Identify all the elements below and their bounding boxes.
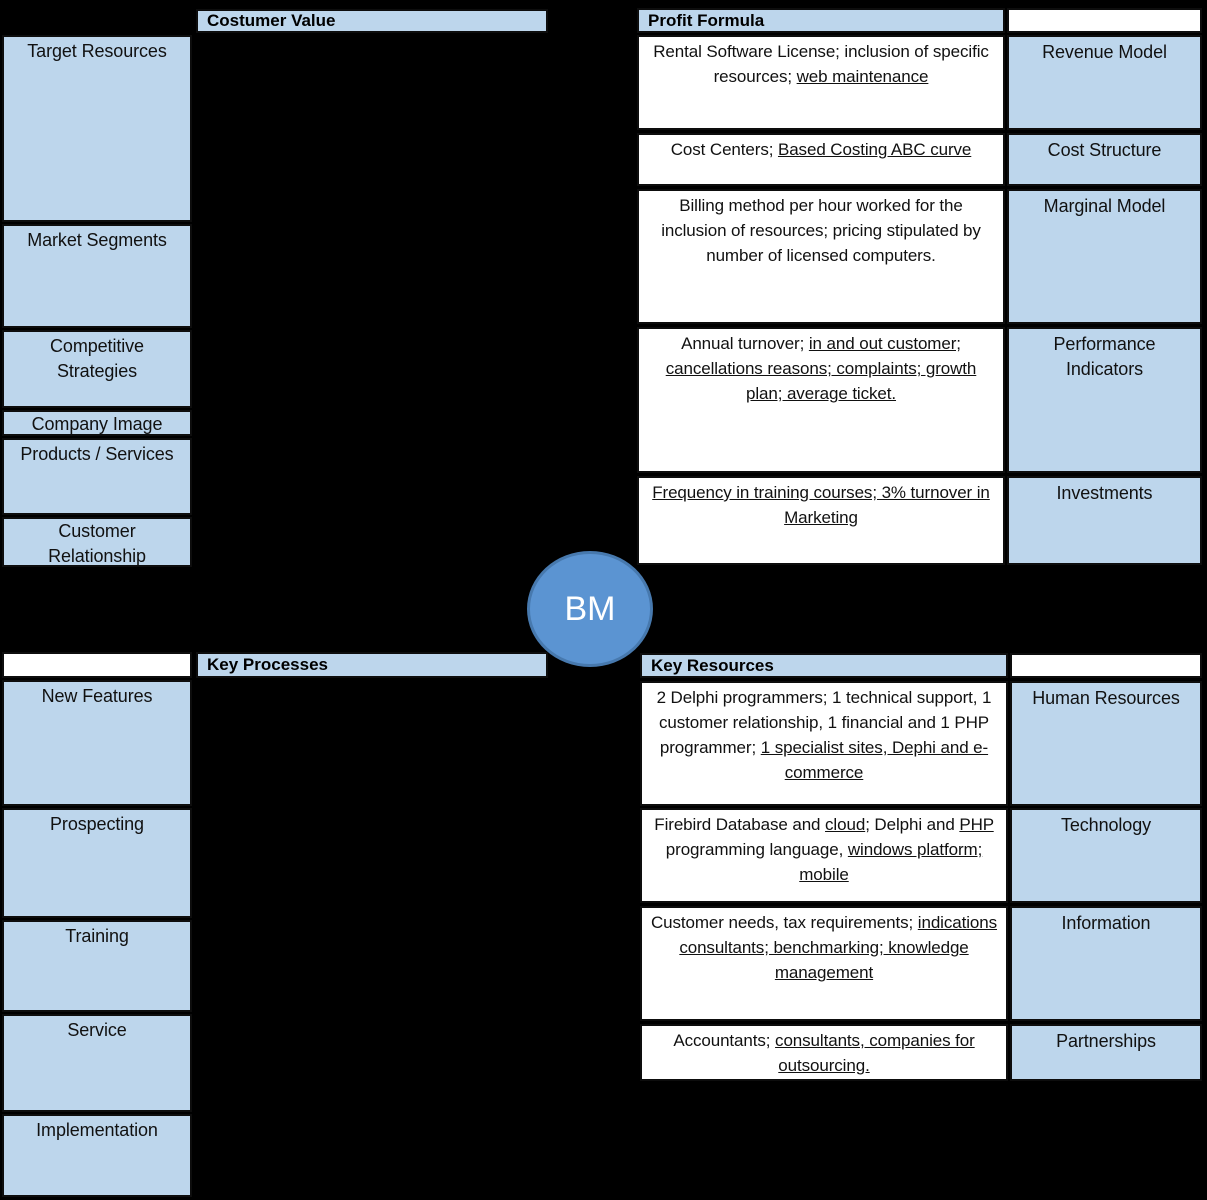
underlined-text-segment: web maintenance	[796, 67, 929, 86]
text-segment: programming language,	[665, 840, 848, 859]
key-processes-item-training: Training	[2, 920, 192, 1012]
key-resources-label-partnerships: Partnerships	[1010, 1024, 1202, 1081]
key-resources-label-information: Information	[1010, 906, 1202, 1021]
customer-value-item-company-image: Company Image	[2, 410, 192, 436]
key-processes-item-service: Service	[2, 1014, 192, 1112]
key-processes-item-new-features: New Features	[2, 680, 192, 806]
underlined-text-segment: indications consultants; benchmarking; k…	[679, 913, 998, 982]
key-resources-content-human-resources: 2 Delphi programmers; 1 technical suppor…	[640, 681, 1008, 806]
key-resources-label-technology: Technology	[1010, 808, 1202, 903]
customer-value-item-target-resources: Target Resources	[2, 35, 192, 222]
underlined-text-segment: Frequency in training courses; 3% turnov…	[652, 483, 990, 527]
underlined-text-segment: cloud	[825, 815, 866, 834]
key-processes-header: Key Processes	[196, 652, 548, 678]
key-processes-header-empty-cell	[2, 652, 192, 678]
underlined-text-segment: windows platform; mobile	[799, 840, 983, 884]
customer-value-item-competitive-strategies: Competitive Strategies	[2, 330, 192, 408]
profit-formula-label-marginal-model: Marginal Model	[1007, 189, 1202, 324]
customer-value-header: Costumer Value	[196, 9, 548, 33]
underlined-text-segment: in and out customer; cancellations reaso…	[665, 334, 977, 403]
profit-formula-header: Profit Formula	[637, 8, 1005, 33]
bm-label: BM	[564, 589, 616, 628]
key-processes-item-implementation: Implementation	[2, 1114, 192, 1197]
text-segment: Annual turnover;	[681, 334, 809, 353]
text-segment: ; Delphi and	[865, 815, 960, 834]
profit-formula-label-cost-structure: Cost Structure	[1007, 133, 1202, 186]
text-segment: Cost Centers;	[670, 140, 778, 159]
key-resources-content-information: Customer needs, tax requirements; indica…	[640, 906, 1008, 1021]
customer-value-item-customer-relationship: Customer Relationship	[2, 517, 192, 567]
key-resources-header: Key Resources	[640, 653, 1008, 678]
customer-value-item-market-segments: Market Segments	[2, 224, 192, 328]
text-segment: 2 Delphi programmers; 1 technical suppor…	[656, 688, 992, 757]
underlined-text-segment: Based Costing ABC curve	[777, 140, 972, 159]
key-resources-header-empty-cell	[1010, 653, 1202, 678]
underlined-text-segment: 1 specialist sites, Dephi and e-commerce	[760, 738, 989, 782]
customer-value-item-products-services: Products / Services	[2, 438, 192, 515]
text-segment: Rental Software License; inclusion of sp…	[653, 42, 989, 86]
profit-formula-label-revenue-model: Revenue Model	[1007, 35, 1202, 130]
key-processes-item-prospecting: Prospecting	[2, 808, 192, 918]
profit-formula-label-performance-indicators: Performance Indicators	[1007, 327, 1202, 473]
text-segment: Firebird Database and	[654, 815, 826, 834]
text-segment: Billing method per hour worked for the i…	[661, 196, 981, 265]
key-resources-label-human-resources: Human Resources	[1010, 681, 1202, 806]
profit-formula-content-performance-indicators: Annual turnover; in and out customer; ca…	[637, 327, 1005, 473]
key-resources-content-partnerships: Accountants; consultants, companies for …	[640, 1024, 1008, 1081]
underlined-text-segment: consultants, companies for outsourcing.	[775, 1031, 975, 1075]
profit-formula-content-investments: Frequency in training courses; 3% turnov…	[637, 476, 1005, 565]
bm-circle: BM	[527, 551, 653, 667]
profit-formula-label-investments: Investments	[1007, 476, 1202, 565]
profit-formula-content-revenue-model: Rental Software License; inclusion of sp…	[637, 35, 1005, 130]
key-resources-content-technology: Firebird Database and cloud; Delphi and …	[640, 808, 1008, 903]
profit-formula-header-empty-cell	[1007, 8, 1202, 33]
profit-formula-content-cost-structure: Cost Centers; Based Costing ABC curve	[637, 133, 1005, 186]
profit-formula-content-marginal-model: Billing method per hour worked for the i…	[637, 189, 1005, 324]
underlined-text-segment: PHP	[959, 815, 994, 834]
text-segment: Accountants;	[673, 1031, 776, 1050]
text-segment: Customer needs, tax requirements;	[650, 913, 918, 932]
